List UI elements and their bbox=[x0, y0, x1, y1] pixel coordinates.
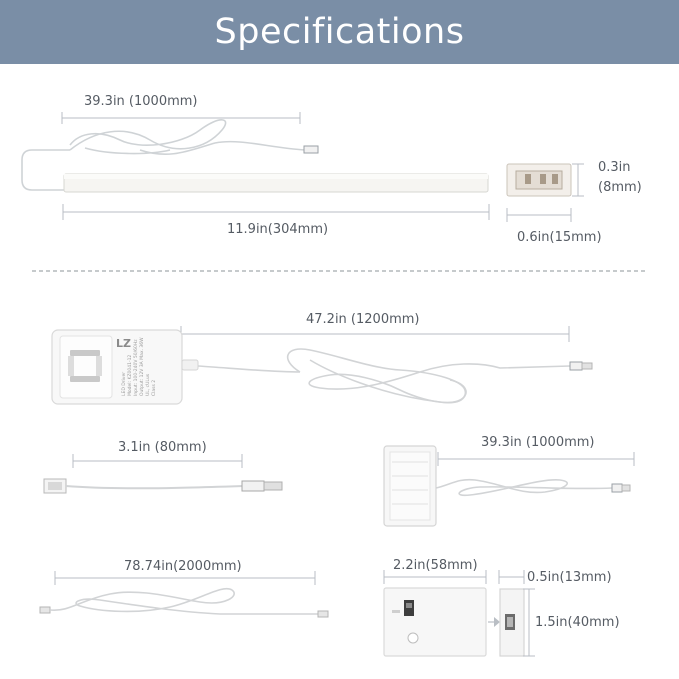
light-bar-cable bbox=[21, 119, 306, 191]
page-title: Specifications bbox=[214, 12, 465, 52]
hub-cable-dimension bbox=[437, 452, 635, 466]
adapter-logo: LZ bbox=[116, 337, 131, 350]
sensor-height-dimension bbox=[523, 588, 535, 657]
hub-cable-length: 39.3in (1000mm) bbox=[481, 435, 595, 450]
short-cable-dimension bbox=[72, 454, 243, 468]
short-cable-length: 3.1in (80mm) bbox=[118, 440, 207, 455]
adapter-cable-dimension bbox=[180, 326, 570, 342]
long-cable-icon bbox=[39, 587, 329, 618]
long-cable-dimension bbox=[54, 571, 316, 585]
junction-hub-icon bbox=[383, 445, 437, 527]
arrow-icon bbox=[494, 617, 500, 627]
sensor-front-icon bbox=[383, 587, 487, 657]
light-bar-profile-icon bbox=[506, 163, 572, 197]
title-banner: Specifications bbox=[0, 0, 679, 64]
power-adapter-icon bbox=[51, 329, 199, 405]
light-bar-length-dimension bbox=[62, 204, 490, 220]
adapter-cable bbox=[197, 348, 571, 404]
light-bar-length: 11.9in(304mm) bbox=[227, 222, 329, 237]
short-cable-icon bbox=[43, 478, 283, 494]
adapter-cable-length: 47.2in (1200mm) bbox=[306, 312, 420, 327]
sensor-width-dimension bbox=[383, 570, 487, 584]
sensor-side-icon bbox=[499, 588, 525, 657]
adapter-label: LED Driver Model: KZ0041-12 Input: 100-2… bbox=[122, 336, 166, 396]
profile-width: 0.6in(15mm) bbox=[517, 230, 602, 245]
profile-width-dimension bbox=[506, 208, 572, 222]
profile-height: 0.3in bbox=[598, 160, 631, 175]
light-bar-cable-dimension bbox=[61, 112, 301, 124]
sensor-depth: 0.5in(13mm) bbox=[527, 570, 612, 585]
sensor-height: 1.5in(40mm) bbox=[535, 615, 620, 630]
sensor-width: 2.2in(58mm) bbox=[393, 558, 478, 573]
sensor-depth-dimension bbox=[498, 570, 525, 584]
adapter-connector-icon bbox=[569, 361, 583, 371]
profile-height-dimension bbox=[572, 163, 584, 197]
light-bar-connector-icon bbox=[303, 145, 319, 154]
long-cable-length: 78.74in(2000mm) bbox=[124, 559, 242, 574]
adapter-label-line: Class 2 bbox=[152, 379, 157, 396]
light-bar-cable-length: 39.3in (1000mm) bbox=[84, 94, 198, 109]
profile-height-mm: (8mm) bbox=[598, 180, 642, 195]
hub-connector-icon bbox=[611, 483, 623, 493]
hub-cable bbox=[435, 478, 613, 497]
